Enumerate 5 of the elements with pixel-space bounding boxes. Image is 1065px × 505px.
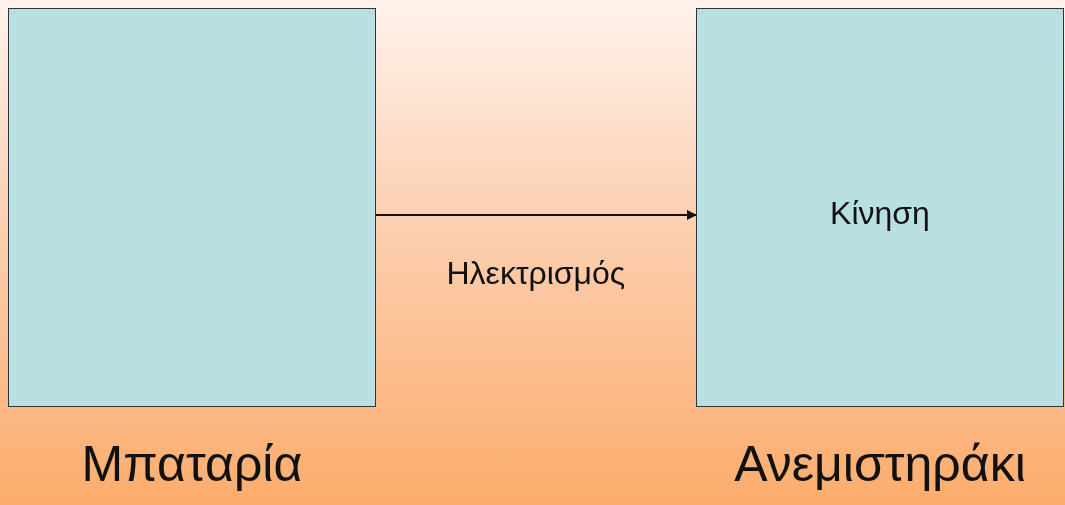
edge-label: Ηλεκτρισμός [446, 255, 626, 292]
box-heading: Ανεμιστηράκι [733, 435, 1027, 494]
arrow [375, 210, 697, 220]
box-heading: Μπαταρία [80, 435, 304, 494]
box-text: Κίνηση [829, 195, 931, 232]
